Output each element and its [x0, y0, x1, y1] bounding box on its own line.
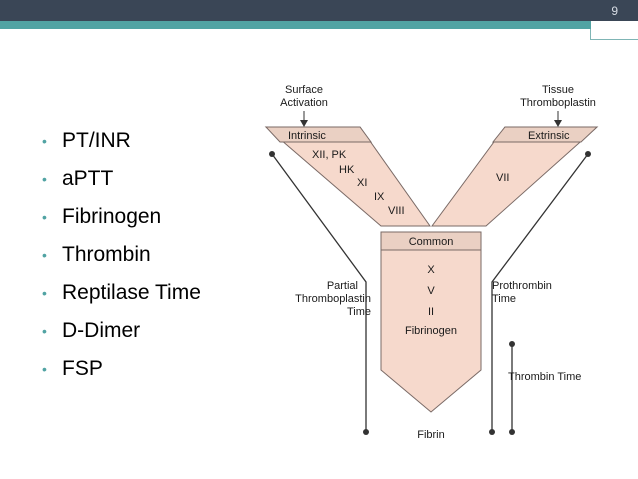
- ptt-bracket: [271, 153, 367, 432]
- pt-bracket: [491, 153, 589, 432]
- ptt-start-dot: [269, 151, 275, 157]
- bullet-label: Fibrinogen: [62, 205, 162, 228]
- common-factor: II: [428, 306, 434, 318]
- accent-stripe: [0, 21, 638, 29]
- intrinsic-factor: VIII: [388, 205, 405, 217]
- tissue-arrow-head: [554, 120, 562, 127]
- surface-activation-label: Surface: [285, 84, 323, 96]
- tt-label: Thrombin Time: [508, 371, 581, 383]
- tt-start-dot: [509, 341, 515, 347]
- tt-end-dot: [509, 429, 515, 435]
- common-factor: Fibrinogen: [405, 325, 457, 337]
- slide-number: 9: [611, 4, 618, 18]
- intrinsic-header: [264, 126, 372, 143]
- ptt-label: Partial: [327, 280, 358, 292]
- bullet-item: • D-Dimer: [42, 312, 201, 350]
- extrinsic-factor: VII: [496, 172, 509, 184]
- corner-decoration-line: [590, 39, 638, 40]
- title-bar: [0, 0, 638, 21]
- bullet-dot-icon: •: [42, 171, 47, 187]
- bullet-item: • Reptilase Time: [42, 274, 201, 312]
- ptt-label-2: Thromboplastin: [295, 293, 371, 305]
- bullet-label: aPTT: [62, 167, 114, 190]
- common-title: Common: [409, 236, 454, 248]
- bullet-label: Thrombin: [62, 243, 151, 266]
- intrinsic-factor: IX: [374, 191, 385, 203]
- pt-end-dot: [489, 429, 495, 435]
- bullet-label: D-Dimer: [62, 319, 141, 342]
- ptt-end-dot: [363, 429, 369, 435]
- surface-arrow-head: [300, 120, 308, 127]
- bullet-dot-icon: •: [42, 361, 47, 377]
- bullet-dot-icon: •: [42, 209, 47, 225]
- extrinsic-header: [491, 126, 599, 143]
- accent-notch: [591, 21, 638, 29]
- pt-label-2: Time: [492, 293, 516, 305]
- bullet-item: • Fibrinogen: [42, 198, 201, 236]
- intrinsic-factor: HK: [339, 164, 355, 176]
- intrinsic-factor: XI: [357, 177, 367, 189]
- common-factor: V: [427, 285, 435, 297]
- ptt-label-3: Time: [347, 306, 371, 318]
- bullet-label: Reptilase Time: [62, 281, 201, 304]
- intrinsic-title: Intrinsic: [288, 130, 326, 142]
- fibrin-label: Fibrin: [417, 429, 445, 441]
- extrinsic-title: Extrinsic: [528, 130, 570, 142]
- bullet-item: • aPTT: [42, 160, 201, 198]
- bullet-dot-icon: •: [42, 247, 47, 263]
- common-factor: X: [427, 264, 435, 276]
- bullet-dot-icon: •: [42, 133, 47, 149]
- pt-label: Prothrombin: [492, 280, 552, 292]
- bullet-item: • PT/INR: [42, 122, 201, 160]
- tissue-thromboplastin-label-2: Thromboplastin: [520, 97, 596, 109]
- bullet-label: PT/INR: [62, 129, 131, 152]
- bullet-item: • FSP: [42, 350, 201, 388]
- corner-decoration: [590, 29, 591, 39]
- bullet-item: • Thrombin: [42, 236, 201, 274]
- common-header: [380, 231, 482, 251]
- tissue-thromboplastin-label: Tissue: [542, 84, 574, 96]
- bullet-dot-icon: •: [42, 285, 47, 301]
- bullet-dot-icon: •: [42, 323, 47, 339]
- common-pathway: [380, 231, 482, 413]
- bullet-label: FSP: [62, 357, 103, 380]
- pt-start-dot: [585, 151, 591, 157]
- test-list: • PT/INR • aPTT • Fibrinogen • Thrombin • Rep…: [42, 122, 201, 388]
- intrinsic-factor: XII, PK: [312, 149, 347, 161]
- surface-activation-label-2: Activation: [280, 97, 328, 109]
